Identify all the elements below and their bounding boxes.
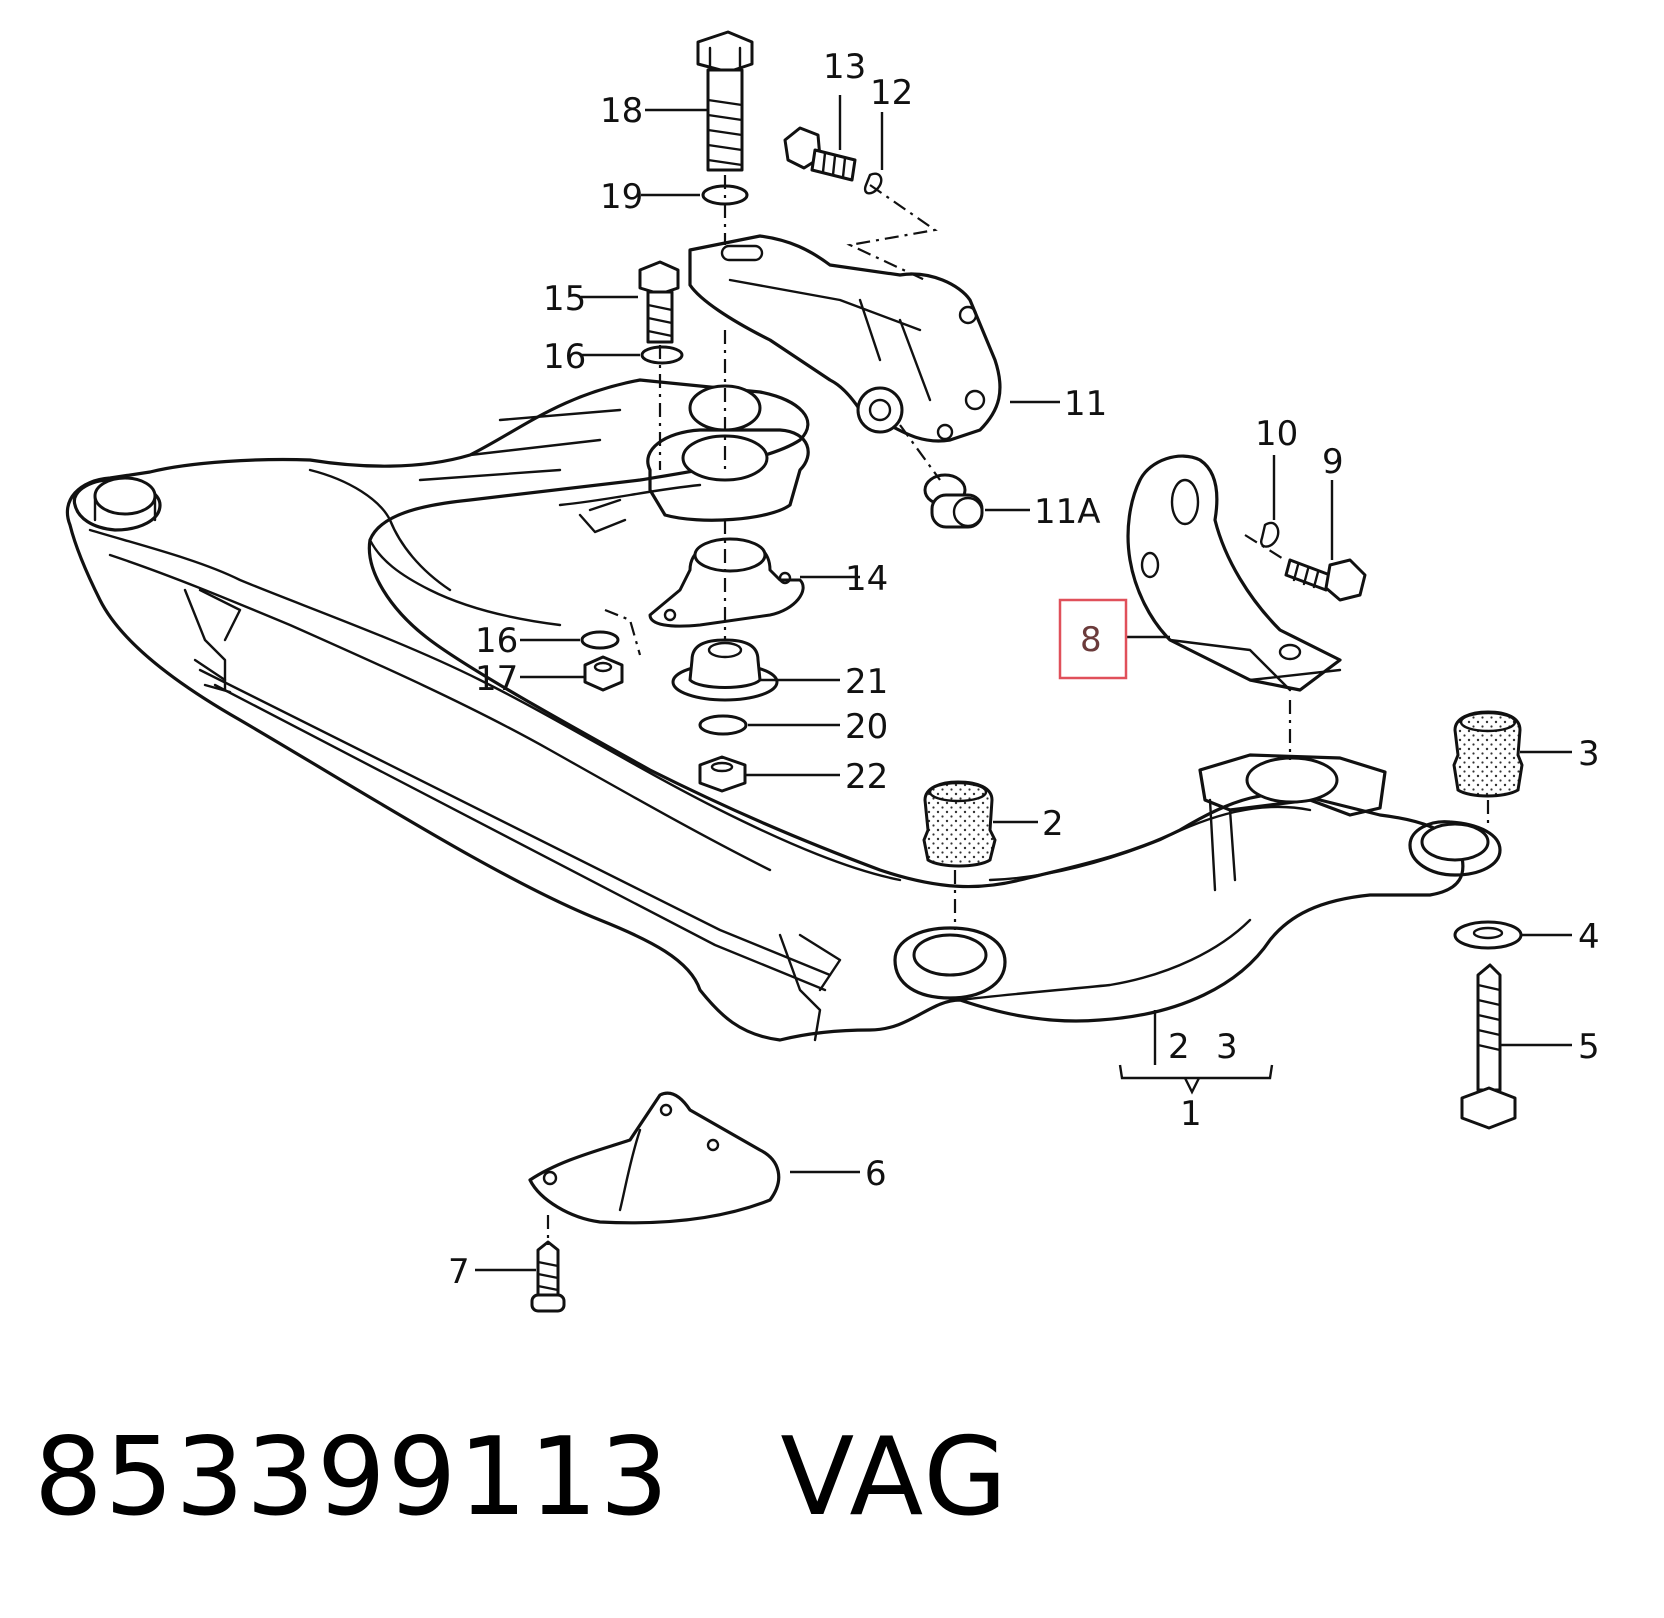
part-caption: 853399113 VAG: [34, 1415, 1009, 1540]
bracket-part-8: [1126, 454, 1342, 692]
heat-shield: [528, 1091, 781, 1225]
label-15: 15: [543, 279, 586, 319]
washer-4: [1453, 920, 1523, 950]
label-13: 13: [823, 47, 866, 87]
label-11a: 11A: [1034, 492, 1101, 532]
nut-17: [583, 655, 624, 692]
washer-10: [1260, 521, 1280, 548]
label-18: 18: [600, 91, 643, 131]
mount-14: [648, 537, 805, 628]
mount-21: [671, 638, 779, 702]
rubber-bushing-2: [922, 780, 997, 868]
washer-16-top: [640, 345, 684, 365]
bolt-5: [1460, 963, 1517, 1130]
label-8: 8: [1080, 620, 1102, 660]
label-14: 14: [845, 559, 888, 599]
part-number: 853399113: [34, 1415, 671, 1540]
label-19: 19: [600, 177, 643, 217]
label-6: 6: [865, 1154, 887, 1194]
assembly-axes: [546, 175, 1490, 1245]
label-17: 17: [475, 659, 518, 699]
label-group-3: 3: [1216, 1027, 1238, 1067]
washer-20: [698, 714, 748, 736]
label-20: 20: [845, 707, 888, 747]
part-labels: 18 19 13 12 15 16 11 10 9 11A 14 8 16 17…: [448, 47, 1600, 1292]
label-16-top: 16: [543, 337, 586, 377]
label-7: 7: [448, 1252, 470, 1292]
engine-bracket: [688, 234, 1002, 443]
label-10: 10: [1255, 414, 1298, 454]
label-21: 21: [845, 662, 888, 702]
label-3: 3: [1578, 734, 1600, 774]
leader-lines: [475, 95, 1572, 1272]
label-group-2: 2: [1168, 1027, 1190, 1067]
brand-name: VAG: [780, 1415, 1010, 1540]
label-5: 5: [1578, 1027, 1600, 1067]
bolt-15: [638, 260, 680, 344]
highlight-box-part-8: [1058, 598, 1128, 680]
label-16-bottom: 16: [475, 621, 518, 661]
bolt-9: [1284, 558, 1367, 602]
label-2: 2: [1042, 804, 1064, 844]
bushing-11a: [923, 473, 984, 529]
washer-12: [863, 172, 883, 195]
label-1: 1: [1180, 1094, 1202, 1134]
subframe: [65, 378, 1502, 1042]
nut-22: [698, 755, 747, 793]
label-4: 4: [1578, 917, 1600, 957]
label-11: 11: [1064, 384, 1107, 424]
label-9: 9: [1322, 442, 1344, 482]
label-12: 12: [870, 73, 913, 113]
label-22: 22: [845, 757, 888, 797]
bolt-18: [696, 30, 754, 172]
screw-7: [530, 1240, 566, 1313]
bolt-13: [783, 126, 857, 182]
rubber-bushing-3: [1452, 710, 1524, 798]
washer-16-bottom: [580, 630, 620, 650]
